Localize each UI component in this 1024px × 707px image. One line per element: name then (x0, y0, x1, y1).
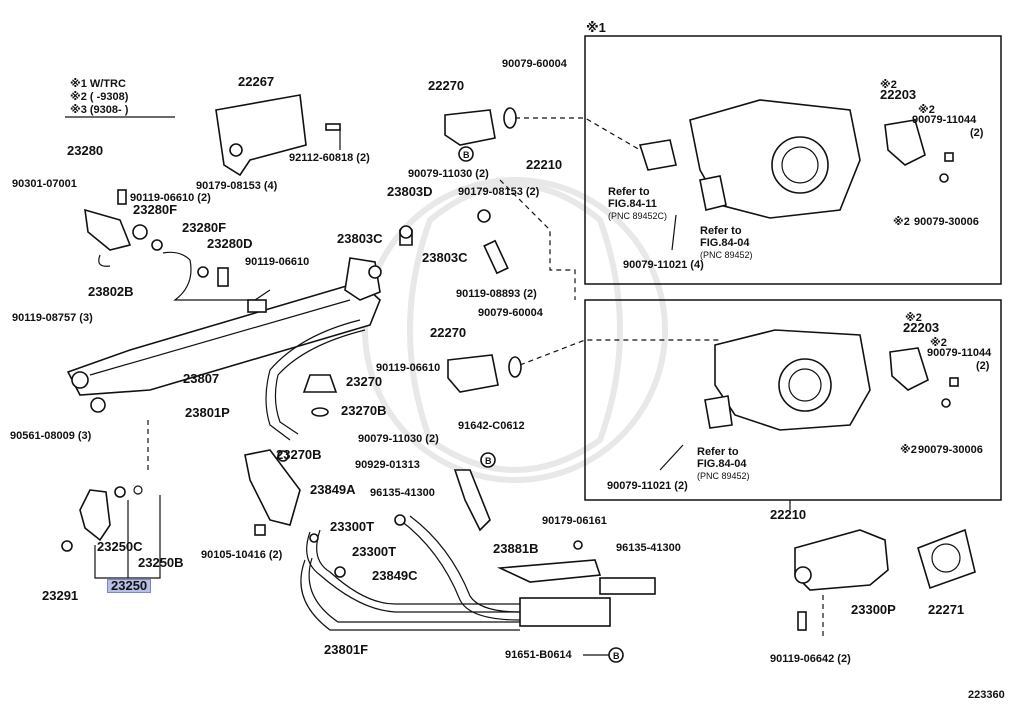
part-label[interactable]: 90079-60004 (478, 307, 543, 319)
bracket-23849A (244, 449, 301, 526)
part-label[interactable]: 90105-10416 (2) (201, 549, 283, 561)
part-label[interactable]: 92112-60818 (2) (289, 152, 370, 164)
part-label[interactable]: 23802B (88, 284, 134, 299)
note-marker: ※2 (880, 79, 897, 91)
valve-22270-top (444, 109, 496, 146)
throttle-body-box-bottom (584, 299, 1002, 501)
part-label[interactable]: 90119-06642 (2) (770, 653, 851, 665)
circle-b-marker: B (463, 150, 470, 160)
part-label[interactable]: 90119-06610 (2) (130, 192, 211, 204)
part-label[interactable]: 22203 (880, 87, 917, 102)
legend-w-trc: ※1 W/TRC (70, 78, 126, 90)
part-label[interactable]: 22267 (238, 74, 275, 89)
part-label[interactable]: 91642-C0612 (458, 420, 525, 432)
part-label[interactable]: 23280F (133, 202, 178, 217)
part-label[interactable]: 90079-11030 (2) (408, 168, 489, 180)
note-marker: ※2 (900, 444, 917, 456)
part-label[interactable]: 90079-11044 (927, 347, 992, 359)
part-label[interactable]: 90561-08009 (3) (10, 430, 92, 442)
part-label[interactable]: 23280D (207, 236, 253, 251)
note-marker: ※2 (918, 104, 935, 116)
part-label[interactable]: 90079-30006 (918, 444, 983, 456)
part-label[interactable]: 23807 (183, 371, 220, 386)
part-label[interactable]: 23803D (387, 184, 433, 199)
part-label[interactable]: 23300T (352, 544, 397, 559)
part-label[interactable]: 90301-07001 (12, 178, 77, 190)
w-trc-box-top (584, 35, 1002, 285)
part-label[interactable]: 90179-06161 (542, 515, 607, 527)
part-label[interactable]: 90079-11030 (2) (358, 433, 439, 445)
part-label[interactable]: 22270 (430, 325, 467, 340)
pressure-regulator-23280 (84, 208, 132, 251)
part-label[interactable]: 23250B (138, 555, 184, 570)
note-marker: ※2 (905, 312, 922, 324)
fuel-delivery-pipe (66, 281, 381, 396)
circle-b-marker: B (485, 456, 492, 466)
part-label[interactable]: 23849C (372, 568, 418, 583)
gasket-22271 (917, 528, 976, 590)
sensor-22203-top (884, 119, 926, 166)
part-label[interactable]: 23801F (324, 642, 369, 657)
pipe-23801P (265, 319, 361, 441)
part-label[interactable]: 22210 (526, 157, 563, 172)
legend-after-9308: ※3 (9308- ) (70, 104, 129, 116)
part-label[interactable]: 22203 (903, 320, 940, 335)
part-label[interactable]: 23300P (851, 602, 896, 617)
part-label[interactable]: 23803C (422, 250, 468, 265)
part-label[interactable]: 22210 (770, 507, 807, 522)
part-label[interactable]: 23270 (346, 374, 383, 389)
fuel-hose-23801F (306, 531, 530, 613)
count-note: (2) (970, 127, 984, 139)
part-label[interactable]: 90119-06610 (376, 362, 441, 374)
part-label[interactable]: 23270B (276, 447, 322, 462)
bracket-23881B (496, 559, 602, 583)
part-label[interactable]: 23291 (42, 588, 79, 603)
part-label[interactable]: 23280 (67, 143, 104, 158)
box-marker-1: ※1 (586, 20, 606, 35)
part-label[interactable]: 90119-08757 (3) (12, 312, 93, 324)
highlighted-part-23250[interactable]: 23250 (107, 579, 152, 593)
valve-22270-bottom (447, 354, 499, 393)
part-label[interactable]: 22270 (428, 78, 465, 93)
part-label[interactable]: 90929-01313 (355, 459, 420, 471)
count-note: (2) (976, 360, 990, 372)
legend-before-9308: ※2 ( -9308) (70, 91, 129, 103)
part-label[interactable]: 23801P (185, 405, 230, 420)
part-label[interactable]: 90119-06610 (245, 256, 310, 268)
part-label[interactable]: 90079-30006 (914, 216, 979, 228)
part-label[interactable]: 23300T (330, 519, 375, 534)
part-label[interactable]: 23270B (341, 403, 387, 418)
part-label[interactable]: 23881B (493, 541, 539, 556)
part-label[interactable]: 91651-B0614 (505, 649, 572, 661)
part-label[interactable]: 90079-11021 (4) (623, 259, 704, 271)
fuel-injector-23250 (79, 489, 111, 542)
part-label[interactable]: 22271 (928, 602, 965, 617)
part-label[interactable]: 90179-08153 (2) (458, 186, 540, 198)
pipe-23802B (162, 251, 271, 301)
part-label[interactable]: 90079-60004 (502, 58, 567, 70)
part-label[interactable]: 23849A (310, 482, 356, 497)
part-label[interactable]: 90119-08893 (2) (456, 288, 537, 300)
pulsation-damper-23270 (302, 374, 338, 393)
part-label[interactable]: 90179-08153 (4) (196, 180, 278, 192)
sensor-22203-bottom (889, 347, 929, 391)
part-label[interactable]: 23280F (182, 220, 227, 235)
part-label[interactable]: 23803C (337, 231, 383, 246)
part-label[interactable]: 96135-41300 (370, 487, 435, 499)
circle-b-marker: B (613, 651, 620, 661)
note-marker: ※2 (893, 216, 910, 228)
part-label[interactable]: 96135-41300 (616, 542, 681, 554)
diagram-number: 223360 (968, 689, 1005, 701)
note-marker: ※2 (930, 337, 947, 349)
fuel-filter-fitting (519, 597, 611, 627)
part-label[interactable]: 23250C (97, 539, 143, 554)
part-label[interactable]: 90079-11021 (2) (607, 480, 688, 492)
part-label[interactable]: 90079-11044 (912, 114, 977, 126)
